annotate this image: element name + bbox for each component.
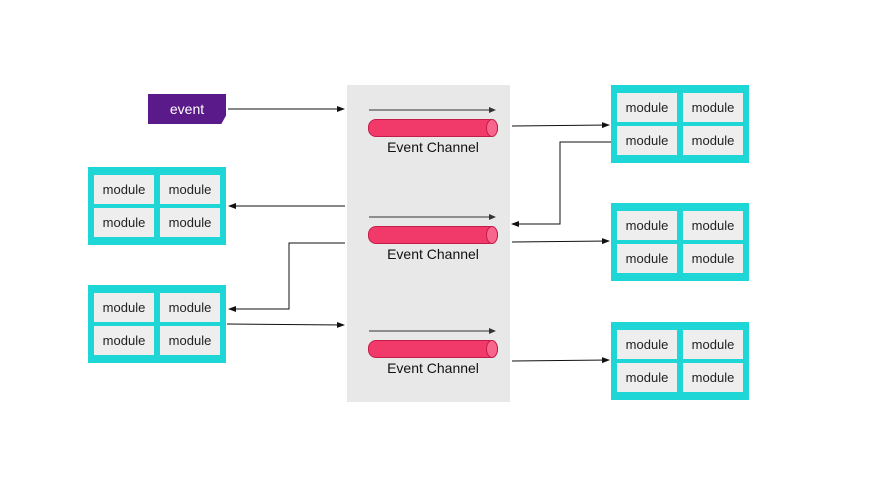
- module-box: module: [94, 208, 154, 237]
- channel-pipe: [368, 119, 498, 137]
- module-box: module: [683, 93, 743, 122]
- arrow-left-bottom-to-channel-3: [226, 321, 345, 328]
- module-group-right-top: module module module module: [611, 85, 749, 163]
- module-box: module: [683, 363, 743, 392]
- module-box: module: [160, 208, 220, 237]
- module-box: module: [683, 330, 743, 359]
- arrow-channel-2-to-left-bottom: [228, 242, 345, 312]
- module-box: module: [160, 326, 220, 355]
- module-box: module: [683, 211, 743, 240]
- module-box: module: [617, 126, 677, 155]
- module-box: module: [617, 244, 677, 273]
- channel-label: Event Channel: [387, 360, 479, 376]
- module-group-right-middle: module module module module: [611, 203, 749, 281]
- channel-label: Event Channel: [387, 246, 479, 262]
- module-box: module: [683, 126, 743, 155]
- channel-pipe: [368, 226, 498, 244]
- module-box: module: [683, 244, 743, 273]
- event-channel-1: Event Channel: [366, 105, 500, 165]
- module-box: module: [160, 175, 220, 204]
- module-box: module: [617, 330, 677, 359]
- module-group-right-bottom: module module module module: [611, 322, 749, 400]
- flow-arrow-icon: [369, 328, 496, 334]
- event-channel-2: Event Channel: [366, 212, 500, 272]
- arrow-channel-1-to-right-top: [511, 122, 610, 129]
- flow-arrow-icon: [369, 107, 496, 113]
- flow-arrow-icon: [369, 214, 496, 220]
- event-badge: event: [148, 94, 226, 124]
- arrow-channel-2-to-right-middle: [511, 238, 610, 245]
- module-box: module: [160, 293, 220, 322]
- channel-pipe: [368, 340, 498, 358]
- module-box: module: [617, 211, 677, 240]
- event-channel-3: Event Channel: [366, 326, 500, 386]
- module-group-left-top: module module module module: [88, 167, 226, 245]
- channel-label: Event Channel: [387, 139, 479, 155]
- module-box: module: [94, 293, 154, 322]
- module-box: module: [94, 326, 154, 355]
- module-box: module: [617, 363, 677, 392]
- arrow-channel-3-to-right-bottom: [511, 357, 610, 364]
- module-group-left-bottom: module module module module: [88, 285, 226, 363]
- module-box: module: [94, 175, 154, 204]
- module-box: module: [617, 93, 677, 122]
- arrow-right-top-to-channel-2: [511, 141, 611, 227]
